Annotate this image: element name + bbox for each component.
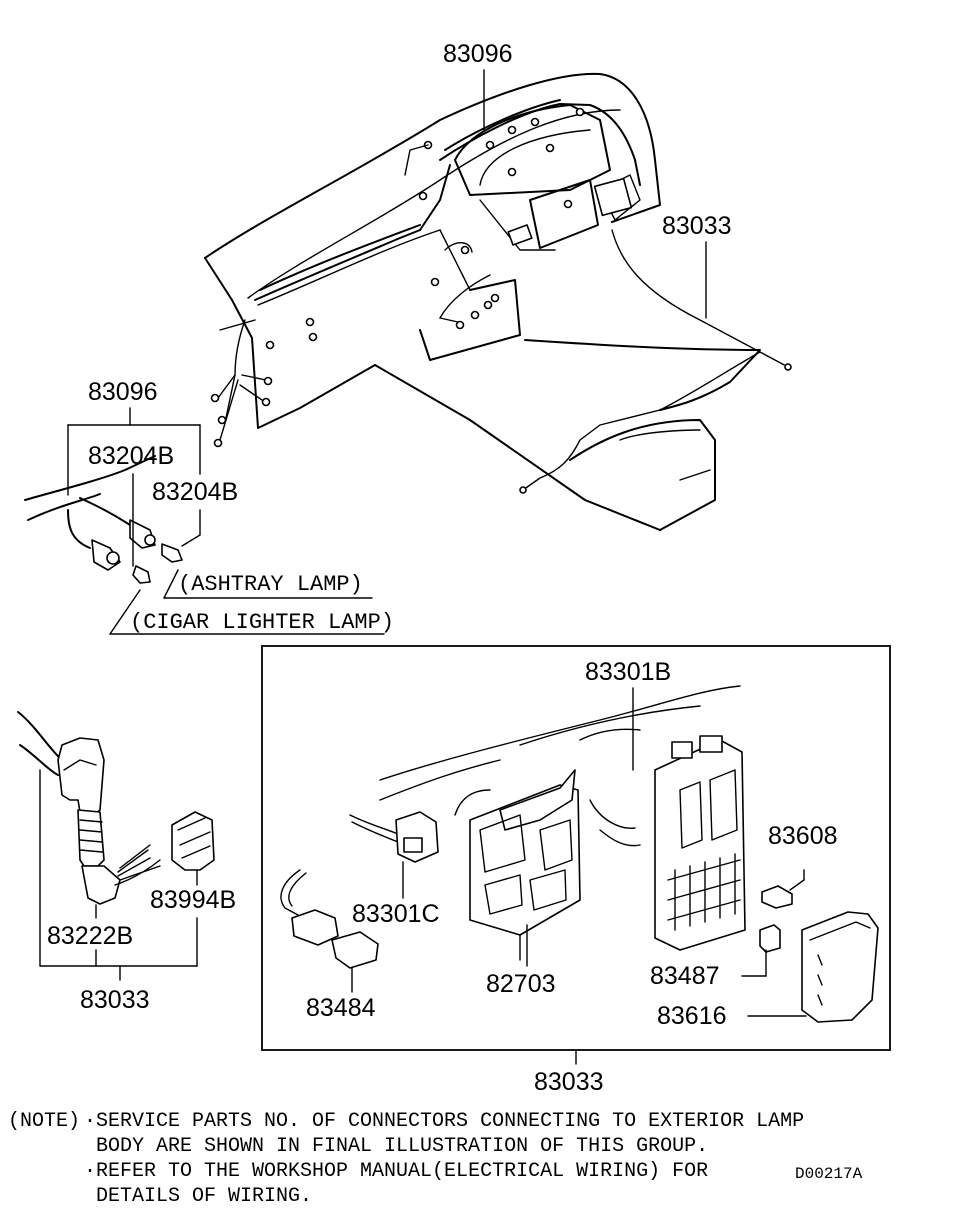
callout-83484: 83484 (306, 967, 376, 1022)
callout-connector-left: 83994B (150, 869, 236, 914)
callout-83616: 83616 (657, 1002, 807, 1030)
label-83096-top: 83096 (443, 40, 513, 68)
note-line-2: BODY ARE SHOWN IN FINAL ILLUSTRATION OF … (96, 1135, 708, 1158)
notes-block: (NOTE) ·SERVICE PARTS NO. OF CONNECTORS … (8, 1110, 863, 1208)
label-83033-left: 83033 (80, 986, 150, 1014)
lamp-sockets-illustration (24, 455, 183, 584)
note-prefix: (NOTE) (8, 1110, 80, 1133)
label-83608: 83608 (768, 822, 838, 850)
callout-83301b: 83301B (585, 658, 671, 771)
callout-top-harness: 83096 (443, 40, 513, 131)
label-83616: 83616 (657, 1002, 727, 1030)
label-83484: 83484 (306, 994, 376, 1022)
callout-lamp-group: 83096 (67, 378, 201, 496)
callout-cigar-bulb: 83204B (88, 442, 174, 567)
label-83033-floor: 83033 (662, 212, 732, 240)
callout-82703: 82703 (486, 924, 556, 998)
label-83222b: 83222B (47, 922, 133, 950)
label-83301c: 83301C (352, 900, 440, 928)
callout-grommet: 83222B (47, 904, 133, 950)
label-ashtray-lamp: (ASHTRAY LAMP) (178, 572, 363, 597)
callout-left-group: 83033 (39, 769, 198, 1014)
callout-83487: 83487 (650, 949, 767, 990)
callout-83301c: 83301C (352, 861, 440, 928)
note-line-4: DETAILS OF WIRING. (96, 1185, 312, 1208)
callout-floor-harness: 83033 (662, 212, 732, 319)
callout-ashtray-text: (ASHTRAY LAMP) (163, 569, 373, 599)
junction-box-frame: 83033 (261, 645, 891, 1096)
label-83487: 83487 (650, 962, 720, 990)
junction-illustration (280, 685, 879, 1023)
drawing-code: D00217A (795, 1165, 863, 1183)
note-line-3: ·REFER TO THE WORKSHOP MANUAL(ELECTRICAL… (84, 1160, 708, 1183)
label-83204b-cigar: 83204B (88, 442, 174, 470)
label-82703: 82703 (486, 970, 556, 998)
label-83096-lamp: 83096 (88, 378, 158, 406)
label-83204b-ashtray: 83204B (152, 478, 238, 506)
label-83301b: 83301B (585, 658, 671, 686)
grommet-illustration (17, 711, 215, 905)
label-83994b: 83994B (150, 886, 236, 914)
note-line-1: ·SERVICE PARTS NO. OF CONNECTORS CONNECT… (84, 1110, 804, 1133)
dashboard-illustration (204, 72, 792, 531)
callout-ashtray-bulb: 83204B (152, 478, 238, 547)
callout-cigar-text: (CIGAR LIGHTER LAMP) (109, 589, 394, 635)
callout-83608: 83608 (768, 822, 838, 891)
label-83033-box: 83033 (534, 1068, 604, 1096)
label-cigar-lighter-lamp: (CIGAR LIGHTER LAMP) (130, 610, 394, 635)
